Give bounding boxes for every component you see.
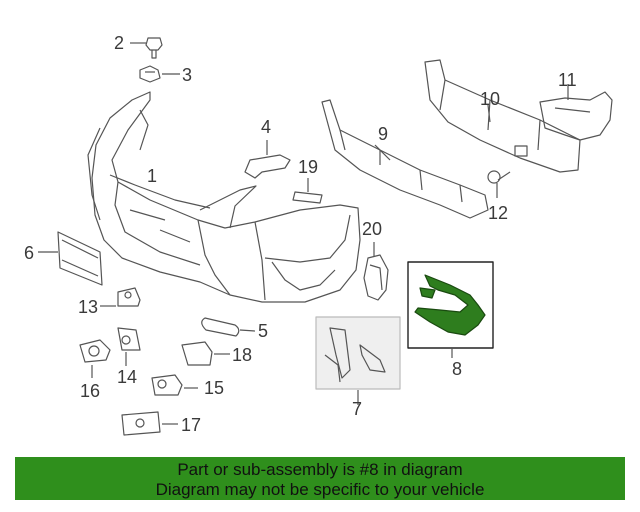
callout-8: 8 bbox=[452, 359, 463, 379]
callout-1: 1 bbox=[147, 166, 158, 186]
callout-6: 6 bbox=[24, 243, 35, 263]
part-8-highlighted-part[interactable] bbox=[407, 261, 494, 358]
callout-5: 5 bbox=[258, 321, 269, 341]
callout-13: 13 bbox=[78, 297, 99, 317]
part-19-pad[interactable] bbox=[292, 178, 323, 204]
callout-15: 15 bbox=[204, 378, 225, 398]
part-3-retainer[interactable] bbox=[139, 65, 180, 83]
callout-4: 4 bbox=[261, 117, 272, 137]
callout-9: 9 bbox=[378, 124, 389, 144]
part-12-bolt[interactable] bbox=[487, 170, 511, 198]
part-5-cap[interactable] bbox=[201, 317, 256, 337]
callout-11: 11 bbox=[558, 70, 577, 90]
part-20-lamp[interactable] bbox=[363, 242, 389, 301]
callout-3: 3 bbox=[182, 65, 193, 85]
callout-2: 2 bbox=[114, 33, 125, 53]
part-11-side-bracket[interactable] bbox=[539, 84, 613, 141]
part-9-absorber[interactable] bbox=[321, 99, 489, 219]
banner-line-2: Diagram may not be specific to your vehi… bbox=[155, 480, 485, 499]
callout-17: 17 bbox=[181, 415, 202, 435]
callout-12: 12 bbox=[488, 203, 509, 223]
callout-7: 7 bbox=[352, 399, 363, 419]
parts-diagram bbox=[38, 37, 613, 436]
part-14-sensor[interactable] bbox=[117, 327, 141, 366]
callout-18: 18 bbox=[232, 345, 253, 365]
part-4-bracket[interactable] bbox=[244, 140, 291, 179]
part-1-bumper-cover[interactable] bbox=[87, 91, 361, 303]
part-6-license-bracket[interactable] bbox=[38, 231, 103, 286]
callout-10: 10 bbox=[480, 89, 501, 109]
part-2-clip[interactable] bbox=[130, 37, 163, 59]
part-13-sensor-retainer[interactable] bbox=[100, 287, 141, 307]
callout-14: 14 bbox=[117, 367, 138, 387]
part-15-sensor[interactable] bbox=[151, 374, 198, 396]
part-16-sensor-retainer[interactable] bbox=[79, 339, 111, 378]
part-10-reinforcement[interactable] bbox=[424, 59, 581, 173]
info-banner: Part or sub-assembly is #8 in diagram Di… bbox=[15, 457, 625, 500]
callout-16: 16 bbox=[80, 381, 101, 401]
callout-19: 19 bbox=[298, 157, 319, 177]
part-17-bracket[interactable] bbox=[121, 411, 178, 436]
callout-20: 20 bbox=[362, 219, 383, 239]
banner-line-1: Part or sub-assembly is #8 in diagram bbox=[177, 460, 463, 479]
part-7-inset[interactable] bbox=[315, 316, 401, 405]
part-18-bracket[interactable] bbox=[181, 341, 230, 366]
